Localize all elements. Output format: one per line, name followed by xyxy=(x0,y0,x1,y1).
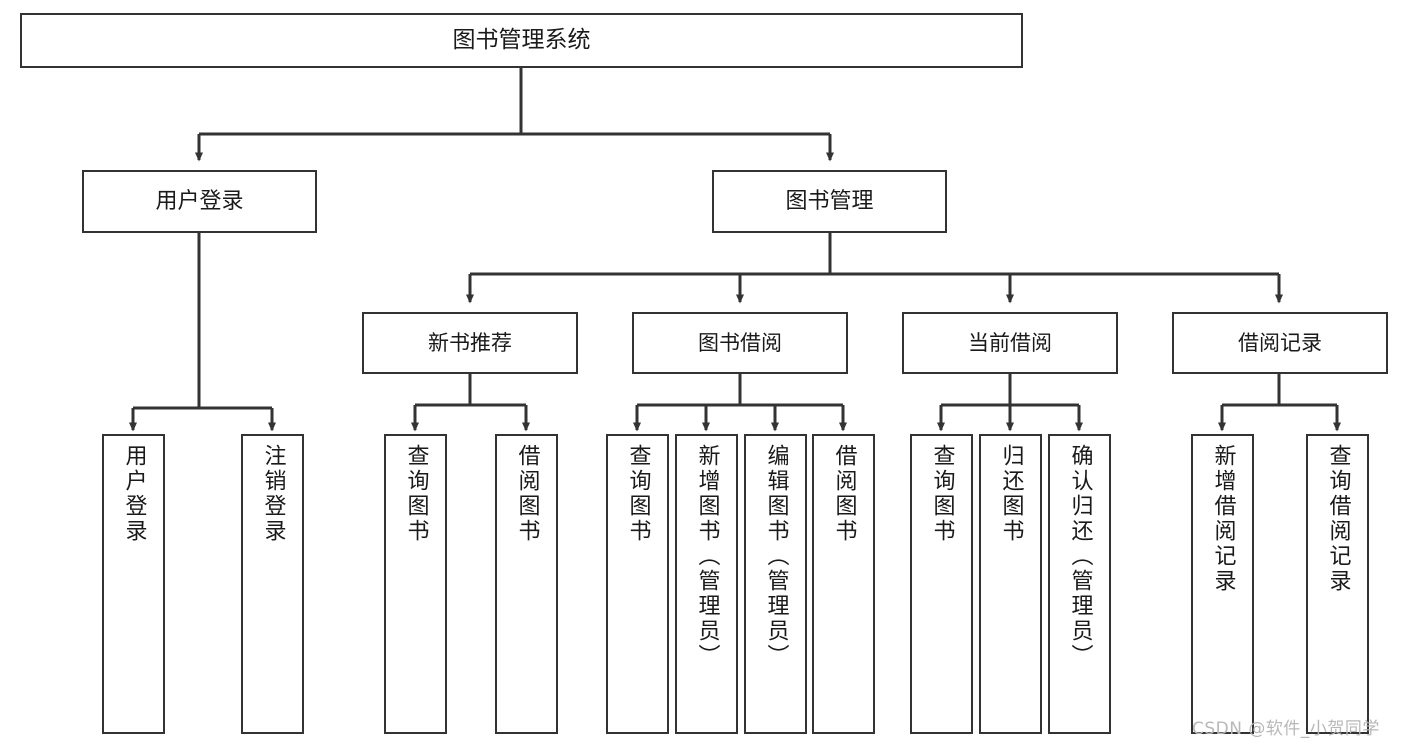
leaf-confirm-return-admin[interactable]: 确认归还（管理员） xyxy=(1048,434,1111,734)
node-root-book-management-system[interactable]: 图书管理系统 xyxy=(20,13,1023,68)
node-label: 借阅记录 xyxy=(1238,330,1322,355)
leaf-borrow-book-recommend[interactable]: 借阅图书 xyxy=(495,434,558,734)
node-label: 图书借阅 xyxy=(698,330,782,355)
leaf-user-login[interactable]: 用户登录 xyxy=(102,434,165,734)
node-label: 查询图书 xyxy=(625,444,651,544)
leaf-query-borrow-record[interactable]: 查询借阅记录 xyxy=(1306,434,1369,734)
node-label: 编辑图书（管理员） xyxy=(763,444,789,669)
csdn-watermark: CSDN @软件_小贺同学 xyxy=(1192,719,1380,739)
node-book-borrow[interactable]: 图书借阅 xyxy=(632,312,848,374)
node-label: 当前借阅 xyxy=(968,330,1052,355)
node-new-book-recommend[interactable]: 新书推荐 xyxy=(362,312,578,374)
node-label: 借阅图书 xyxy=(514,444,540,544)
node-label: 查询图书 xyxy=(929,444,955,544)
node-label: 新增图书（管理员） xyxy=(694,444,720,669)
node-label: 查询借阅记录 xyxy=(1325,444,1351,594)
node-label: 查询图书 xyxy=(403,444,429,544)
leaf-edit-book-admin[interactable]: 编辑图书（管理员） xyxy=(744,434,807,734)
node-label: 新书推荐 xyxy=(428,330,512,355)
leaf-add-book-admin[interactable]: 新增图书（管理员） xyxy=(675,434,738,734)
leaf-return-book[interactable]: 归还图书 xyxy=(979,434,1042,734)
leaf-query-book-borrow[interactable]: 查询图书 xyxy=(606,434,669,734)
node-label: 图书管理系统 xyxy=(452,27,591,54)
node-label: 图书管理 xyxy=(785,188,874,214)
node-label: 归还图书 xyxy=(998,444,1024,544)
node-label: 确认归还（管理员） xyxy=(1067,444,1093,669)
node-label: 借阅图书 xyxy=(831,444,857,544)
node-borrow-record[interactable]: 借阅记录 xyxy=(1172,312,1388,374)
leaf-query-book-recommend[interactable]: 查询图书 xyxy=(384,434,447,734)
node-user-login[interactable]: 用户登录 xyxy=(82,170,317,233)
leaf-query-book-current[interactable]: 查询图书 xyxy=(910,434,973,734)
node-current-borrow[interactable]: 当前借阅 xyxy=(902,312,1118,374)
node-label: 用户登录 xyxy=(121,444,147,544)
leaf-logout-login[interactable]: 注销登录 xyxy=(241,434,304,734)
node-book-management[interactable]: 图书管理 xyxy=(712,170,947,233)
node-label: 注销登录 xyxy=(260,444,286,544)
node-label: 用户登录 xyxy=(155,188,244,214)
leaf-add-borrow-record[interactable]: 新增借阅记录 xyxy=(1191,434,1254,734)
node-label: 新增借阅记录 xyxy=(1210,444,1236,594)
leaf-borrow-book[interactable]: 借阅图书 xyxy=(812,434,875,734)
